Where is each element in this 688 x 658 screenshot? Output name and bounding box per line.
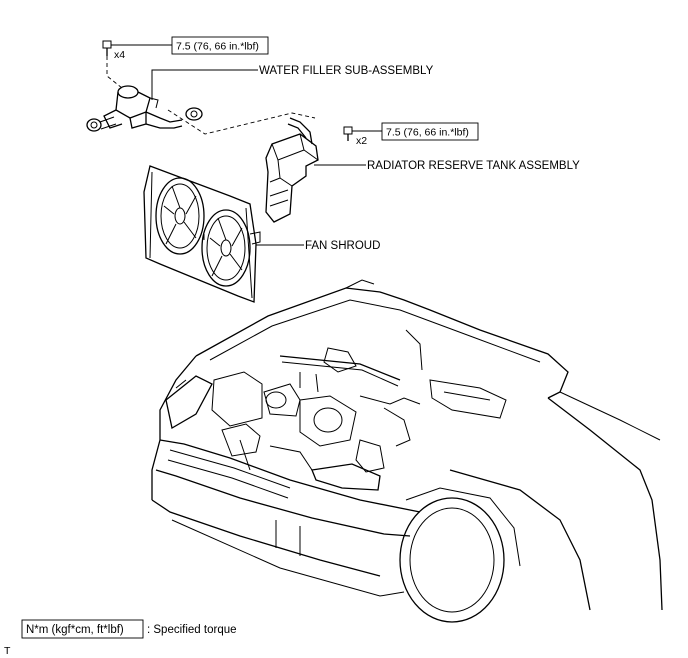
fan-shroud-drawing <box>143 165 261 303</box>
reserve-tank-label: RADIATOR RESERVE TANK ASSEMBLY <box>367 160 580 172</box>
bolt-right <box>343 126 353 141</box>
torque-top-box <box>171 36 269 55</box>
torque-top-label: 7.5 (76, 66 in.*lbf) <box>176 41 259 53</box>
torque-right-box <box>381 122 479 141</box>
water-filler-drawing <box>86 85 203 132</box>
torque-right-label: 7.5 (76, 66 in.*lbf) <box>386 127 469 139</box>
legend-unit-box <box>21 619 144 639</box>
quantity-right: x2 <box>356 135 367 147</box>
reserve-tank-drawing <box>265 117 319 223</box>
corner-mark: T <box>4 645 11 657</box>
water-filler-label: WATER FILLER SUB-ASSEMBLY <box>259 65 434 77</box>
legend-unit-label: N*m (kgf*cm, ft*lbf) <box>26 624 124 636</box>
water-filler-leader <box>151 69 258 100</box>
vehicle-front-drawing <box>151 279 663 623</box>
bolt-top <box>102 40 112 56</box>
legend-description: : Specified torque <box>147 624 237 636</box>
quantity-top: x4 <box>114 49 125 61</box>
fan-shroud-label: FAN SHROUD <box>305 240 380 252</box>
dashed-route-mid <box>167 109 316 135</box>
